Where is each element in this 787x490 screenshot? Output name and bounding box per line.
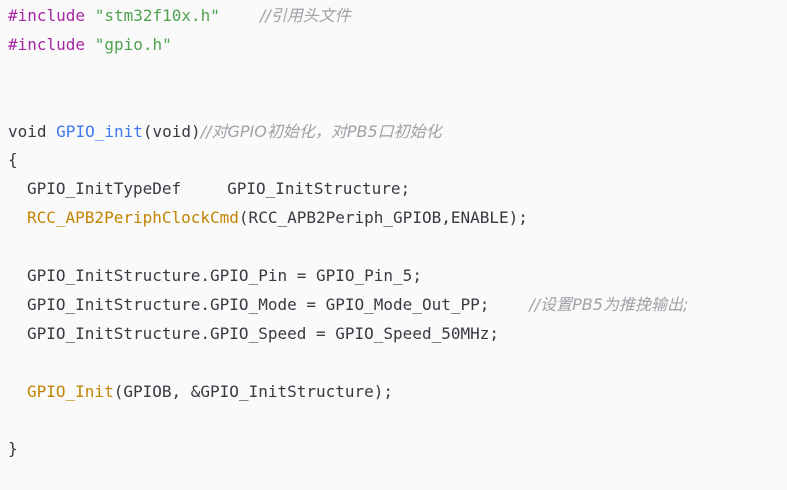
code-comment: //引用头文件: [259, 6, 351, 25]
open-paren: (: [142, 121, 153, 141]
code-line-6: {: [8, 146, 787, 175]
code-line-12: GPIO_InitStructure.GPIO_Speed = GPIO_Spe…: [8, 320, 787, 349]
code-line-11: GPIO_InitStructure.GPIO_Mode = GPIO_Mode…: [8, 291, 787, 320]
header-string: "gpio.h": [94, 34, 172, 54]
header-string: "stm32f10x.h": [94, 6, 220, 25]
code-line-3: [8, 60, 787, 89]
assignment-statement: GPIO_InitStructure.GPIO_Speed = GPIO_Spe…: [27, 323, 500, 343]
code-line-9: [8, 233, 787, 262]
variable-declaration: GPIO_InitStructure;: [227, 179, 411, 199]
param-type: void: [152, 121, 192, 141]
type-name: GPIO_InitTypeDef: [27, 179, 182, 199]
code-comment: //对GPIO初始化，对PB5口初始化: [200, 121, 442, 141]
code-comment: //设置PB5为推挽输出;: [529, 294, 689, 314]
code-line-1: #include "stm32f10x.h" //引用头文件: [8, 2, 787, 31]
close-paren: ): [191, 121, 201, 141]
assignment-statement: GPIO_InitStructure.GPIO_Mode = GPIO_Mode…: [27, 294, 490, 314]
call-arguments: (RCC_APB2Periph_GPIOB,ENABLE);: [238, 208, 528, 228]
code-line-13: [8, 349, 787, 378]
code-line-15: [8, 406, 787, 435]
code-line-4: [8, 89, 787, 118]
include-directive: #include: [8, 6, 86, 25]
open-brace: {: [8, 150, 18, 170]
code-line-16: }: [8, 435, 787, 464]
assignment-statement: GPIO_InitStructure.GPIO_Pin = GPIO_Pin_5…: [27, 266, 422, 286]
include-directive: #include: [8, 34, 86, 54]
code-line-8: RCC_APB2PeriphClockCmd(RCC_APB2Periph_GP…: [8, 204, 787, 233]
close-brace: }: [8, 439, 18, 459]
code-line-14: GPIO_Init(GPIOB, &GPIO_InitStructure);: [8, 378, 787, 407]
function-call: RCC_APB2PeriphClockCmd: [27, 208, 239, 228]
code-line-2: #include "gpio.h": [8, 31, 787, 60]
call-arguments: (GPIOB, &GPIO_InitStructure);: [113, 381, 394, 401]
code-line-5: void GPIO_init(void)//对GPIO初始化，对PB5口初始化: [8, 118, 787, 147]
return-type: void: [8, 121, 47, 141]
function-call: GPIO_Init: [27, 381, 114, 401]
function-name: GPIO_init: [56, 121, 143, 141]
code-line-7: GPIO_InitTypeDef GPIO_InitStructure;: [8, 175, 787, 204]
code-line-10: GPIO_InitStructure.GPIO_Pin = GPIO_Pin_5…: [8, 262, 787, 291]
